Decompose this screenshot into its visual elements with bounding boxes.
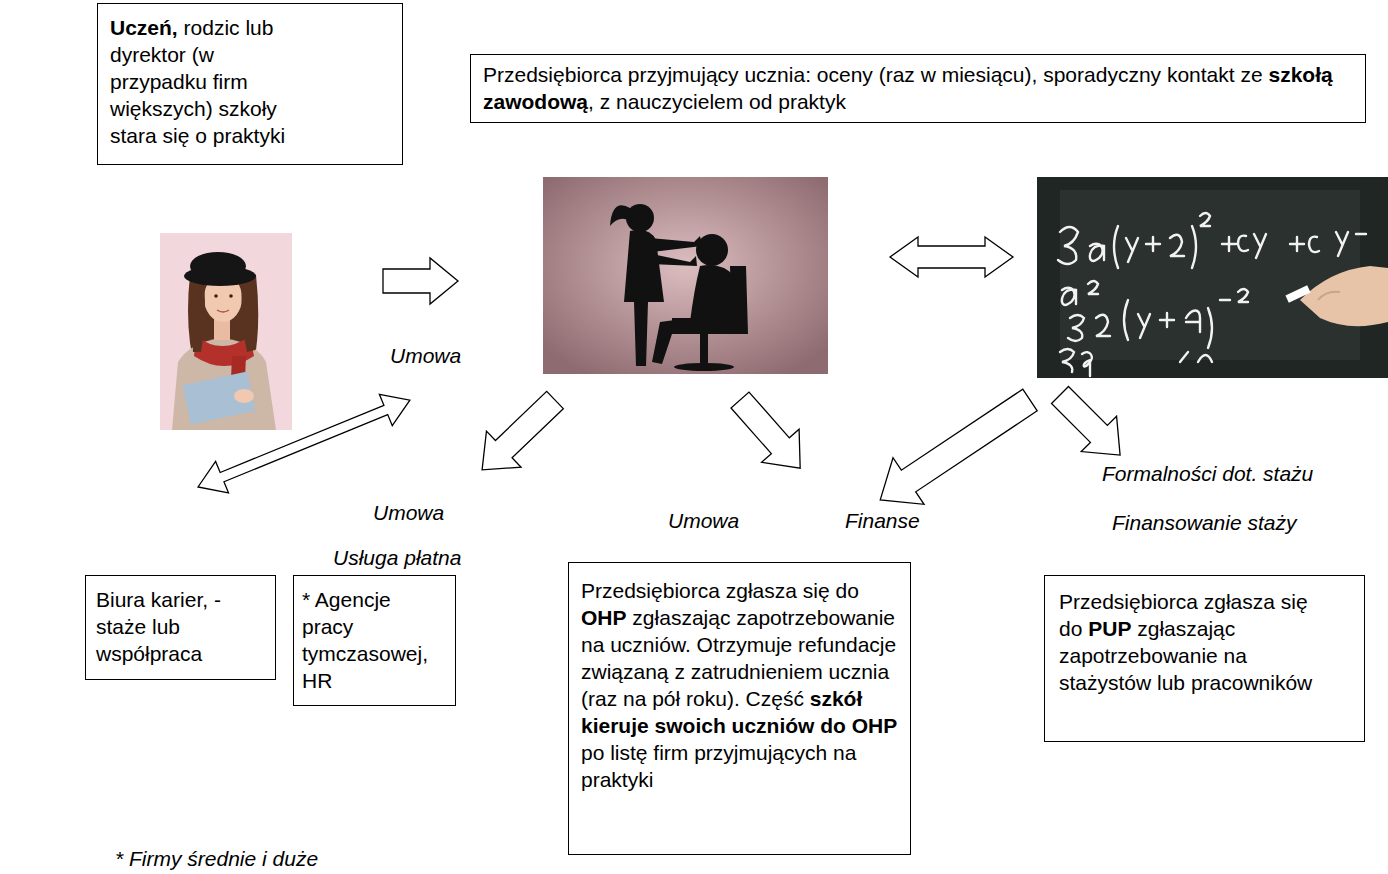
- text-box: Przedsiębiorca zgłasza się do PUP zgłasz…: [1044, 575, 1365, 742]
- body-text: Przedsiębiorca zgłasza się do: [581, 579, 859, 602]
- photo-ground: [1037, 177, 1388, 378]
- chalk-stroke: [1238, 234, 1266, 258]
- block-arrow: [465, 382, 573, 488]
- chalk-stroke: [1180, 352, 1212, 362]
- chalk-stroke: [1170, 235, 1184, 256]
- arrow-label: Finansowanie staży: [1112, 510, 1296, 536]
- chalk-stroke: [1220, 289, 1248, 302]
- chalk-stroke: [1336, 232, 1366, 256]
- hair-strand: [242, 280, 256, 352]
- text-block: Przedsiębiorca zgłasza się do OHP zgłasz…: [581, 577, 898, 793]
- chalk-stroke: [1096, 315, 1110, 336]
- body-text: Biura karier, - staże lub współpraca: [96, 588, 221, 665]
- chalk-stroke: [1222, 237, 1236, 251]
- text-box: Biura karier, - staże lub współpraca: [85, 575, 276, 680]
- eye: [229, 294, 233, 298]
- chair-base: [674, 363, 734, 371]
- body-text: po listę firm przyjmujących na praktyki: [581, 741, 856, 791]
- block-arrow: [383, 258, 458, 304]
- client-legs: [652, 318, 700, 364]
- text-box: Przedsiębiorca zgłasza się do OHP zgłasz…: [568, 562, 911, 855]
- emphasis-text: Uczeń,: [110, 16, 178, 39]
- eye: [214, 294, 218, 298]
- text-block: Przedsiębiorca zgłasza się do PUP zgłasz…: [1059, 588, 1317, 696]
- hair-strand: [193, 280, 205, 352]
- body-text: * Agencje pracy tymczasowej, HR: [302, 588, 428, 692]
- hairdresser-arm: [650, 236, 702, 252]
- text-block: * Agencje pracy tymczasowej, HR: [302, 586, 447, 694]
- chalk-stroke: [1186, 308, 1212, 348]
- emphasis-text: OHP: [581, 606, 627, 629]
- mouth: [217, 310, 229, 312]
- chalk-stroke: [1090, 244, 1104, 261]
- chalk-stroke: [1146, 237, 1160, 251]
- chalk-stroke: [1058, 227, 1078, 264]
- text-box: Uczeń, rodzic lub dyrektor (w przypadku …: [97, 3, 403, 165]
- chalk-stroke: [1192, 226, 1196, 268]
- chalk-smudge: [1060, 190, 1360, 360]
- block-arrow: [721, 383, 819, 484]
- arrow-label: Finanse: [845, 508, 920, 534]
- arrow-label: Formalności dot. stażu: [1102, 461, 1313, 487]
- double-block-arrow: [890, 237, 1013, 277]
- client-body: [690, 265, 740, 322]
- chalkboard-photo: [1037, 177, 1388, 378]
- text-block: Przedsiębiorca przyjmujący ucznia: oceny…: [483, 61, 1353, 115]
- chalk-stroke: [1114, 226, 1118, 268]
- chalk-stroke: [1200, 213, 1210, 226]
- hairdresser-photo: [543, 177, 828, 374]
- beret: [190, 252, 246, 280]
- text-box: Przedsiębiorca przyjmujący ucznia: oceny…: [470, 54, 1366, 123]
- hair: [188, 275, 258, 372]
- arrow-label: Usługa płatna: [333, 545, 461, 571]
- student-photo: [160, 233, 292, 430]
- chalk-stroke: [1060, 349, 1092, 376]
- hand: [1300, 266, 1388, 326]
- double-block-arrow: [192, 384, 417, 502]
- block-arrow: [865, 377, 1046, 523]
- chalk-stroke: [1126, 238, 1138, 262]
- chalk-stroke: [1124, 300, 1174, 340]
- block-arrows: [192, 237, 1138, 523]
- text-block: Uczeń, rodzic lub dyrektor (w przypadku …: [110, 14, 302, 149]
- hand: [234, 389, 254, 403]
- finger-line: [1318, 292, 1340, 300]
- photo-ground: [543, 177, 828, 374]
- chalk: [1285, 285, 1310, 302]
- footnote-text: * Firmy średnie i duże: [115, 846, 318, 872]
- emphasis-text: PUP: [1088, 617, 1131, 640]
- chair-stem: [700, 334, 708, 366]
- body-text: , z nauczycielem od praktyk: [588, 90, 846, 113]
- photo-ground: [160, 233, 292, 430]
- block-arrow: [1042, 377, 1137, 472]
- hairdresser-ponytail: [610, 205, 632, 226]
- arrow-label: Umowa: [668, 508, 739, 534]
- chalk-stroke: [1290, 237, 1319, 252]
- book: [183, 372, 256, 425]
- chalk-stroke: [1068, 315, 1084, 341]
- arrow-label: Umowa: [373, 500, 444, 526]
- text-block: Biura karier, - staże lub współpraca: [96, 586, 265, 667]
- arrow-label: Umowa: [390, 343, 461, 369]
- body-text: Przedsiębiorca przyjmujący ucznia: oceny…: [483, 63, 1263, 86]
- client-head: [696, 234, 728, 266]
- hairdresser-arm: [650, 254, 697, 266]
- chalk-stroke: [1062, 281, 1098, 305]
- text-box: * Agencje pracy tymczasowej, HR: [293, 575, 456, 706]
